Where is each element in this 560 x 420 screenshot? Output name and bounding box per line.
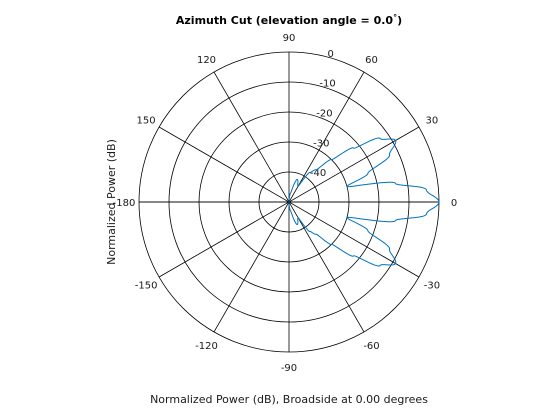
- chart-title-main: Azimuth Cut (elevation angle = 0.0: [176, 14, 394, 27]
- series-layer: [288, 137, 440, 267]
- angle-tick-label: -180: [113, 198, 136, 209]
- angle-tick-label: 120: [197, 55, 216, 66]
- series-line: [288, 137, 440, 267]
- radial-tick-label: -20: [316, 108, 332, 119]
- angle-tick-label: 90: [283, 33, 296, 44]
- angle-tick-label: -150: [135, 281, 158, 292]
- chart-title: Azimuth Cut (elevation angle = 0.0°): [176, 13, 402, 27]
- angle-tick-labels: 0 30 60 90 120 150 -180 -150 -120 -90 -60 -30: [113, 33, 458, 374]
- radial-tick-label: 0: [327, 49, 333, 60]
- angle-tick-label: -30: [424, 281, 440, 292]
- chart-title-degree: °: [393, 13, 397, 22]
- angle-tick-label: -60: [363, 341, 379, 352]
- angle-tick-label: 150: [137, 116, 156, 127]
- y-axis-label: Normalized Power (dB): [105, 139, 118, 265]
- angle-tick-label: 60: [365, 55, 378, 66]
- radial-tick-label: -30: [313, 138, 329, 149]
- radial-tick-labels: 0 -10 -20 -30 -40: [310, 49, 336, 179]
- x-axis-label: Normalized Power (dB), Broadside at 0.00…: [150, 393, 428, 406]
- angle-tick-label: -90: [281, 363, 297, 374]
- angle-tick-label: 0: [451, 198, 457, 209]
- angle-tick-label: 30: [426, 116, 439, 127]
- chart-title-close: ): [397, 14, 402, 27]
- angle-tick-label: -120: [195, 341, 218, 352]
- radial-tick-label: -10: [319, 79, 335, 90]
- radial-tick-label: -40: [310, 168, 326, 179]
